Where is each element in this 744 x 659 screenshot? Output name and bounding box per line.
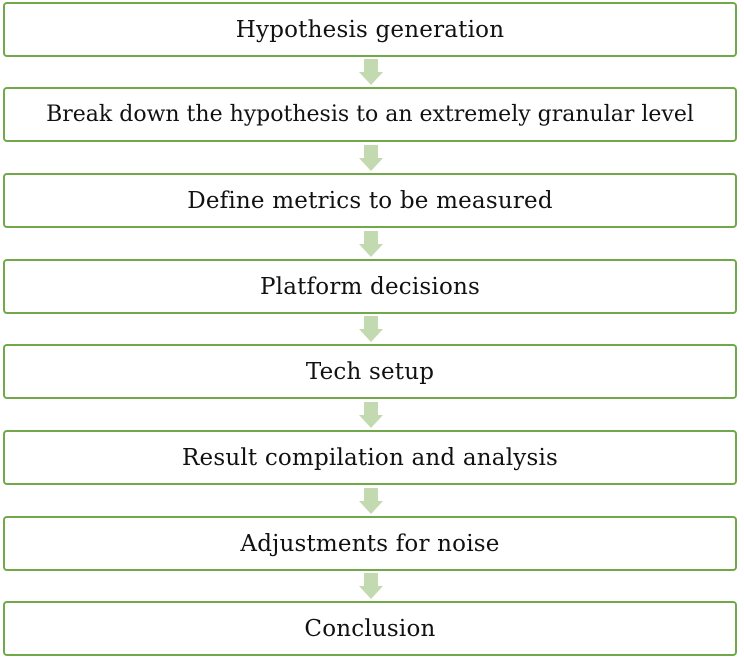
step-label: Adjustments for noise	[240, 530, 500, 557]
down-arrow-icon	[359, 145, 383, 171]
down-arrow-icon	[359, 402, 383, 428]
step-label: Result compilation and analysis	[181, 444, 559, 471]
step-label: Break down the hypothesis to an extremel…	[46, 102, 694, 127]
step-box-conclusion: Conclusion	[3, 601, 737, 656]
step-label: Tech setup	[305, 358, 435, 385]
down-arrow-icon	[359, 316, 383, 342]
down-arrow-icon	[359, 231, 383, 257]
step-box-platform-decisions: Platform decisions	[3, 259, 737, 314]
down-arrow-icon	[359, 59, 383, 85]
step-label: Conclusion	[304, 615, 436, 642]
step-label: Platform decisions	[259, 273, 481, 300]
down-arrow-icon	[359, 573, 383, 599]
step-label: Define metrics to be measured	[187, 187, 553, 214]
step-box-tech-setup: Tech setup	[3, 344, 737, 399]
step-box-hypothesis-generation: Hypothesis generation	[3, 2, 737, 57]
step-box-define-metrics: Define metrics to be measured	[3, 173, 737, 228]
step-box-break-down-hypothesis: Break down the hypothesis to an extremel…	[3, 87, 737, 142]
step-box-adjustments-for-noise: Adjustments for noise	[3, 516, 737, 571]
step-label: Hypothesis generation	[235, 16, 505, 43]
down-arrow-icon	[359, 488, 383, 514]
step-box-result-compilation: Result compilation and analysis	[3, 430, 737, 485]
